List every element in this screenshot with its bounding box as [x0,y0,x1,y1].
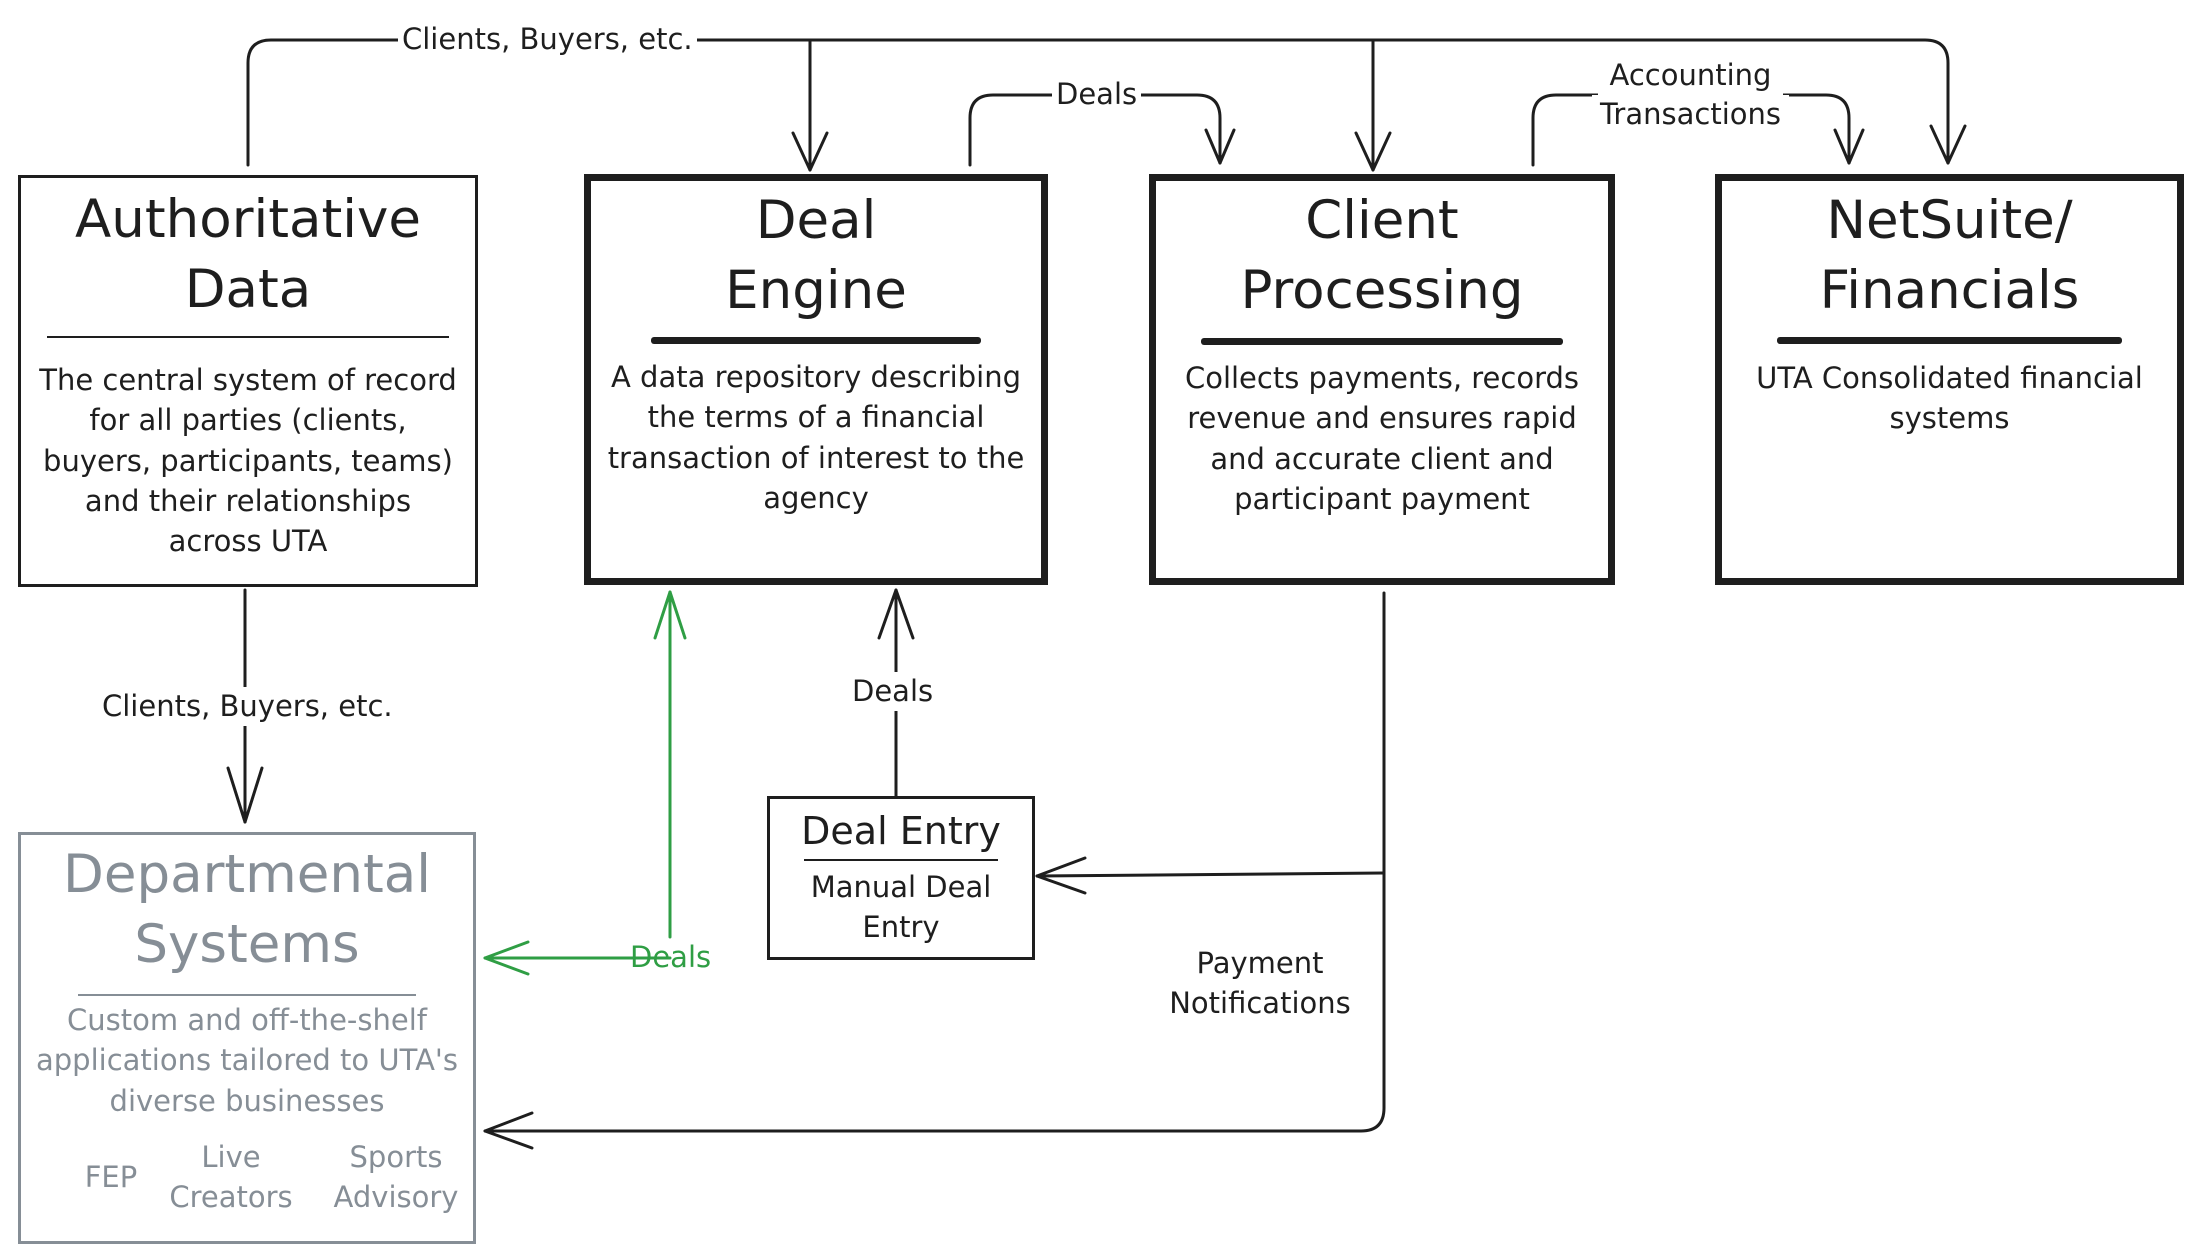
label-clients-buyers-top: Clients, Buyers, etc. [398,20,697,60]
subsystem-fep: FEP [84,1160,138,1194]
subsystem-live-line1: Live [201,1140,261,1174]
authoritative-data-title-line2: Data [184,259,312,320]
arrowhead-deals-client [1204,128,1236,165]
arrowhead-deal-entry [1035,856,1087,895]
arrowhead-departmental-top [226,766,264,824]
subsystem-sports-line1: Sports [349,1140,443,1174]
label-deals-green: Deals [630,940,712,974]
arrowhead-deal-engine-bottom [877,588,915,640]
client-processing-title-line2: Processing [1240,260,1524,321]
green-deals-connector [483,590,672,960]
label-deals-entry: Deals [848,672,938,712]
client-processing-box[interactable]: Client Processing Collects payments, rec… [1149,174,1615,585]
client-to-deal-entry-line [1035,871,1386,878]
netsuite-divider [1777,337,2122,344]
subsystem-sports-line2: Advisory [333,1180,459,1214]
green-arrowhead-departmental [483,940,530,976]
green-arrowhead-deal-engine [653,590,687,640]
deal-entry-divider [804,859,998,861]
authoritative-data-description: The central system of record for all par… [39,363,457,559]
deal-entry-description: Manual Deal Entry [810,870,992,945]
departmental-systems-box[interactable]: Departmental Systems Custom and off-the-… [18,832,476,1244]
departmental-description: Custom and off-the-shelf applications ta… [36,1003,458,1118]
netsuite-financials-box[interactable]: NetSuite/ Financials UTA Consolidated fi… [1715,174,2184,585]
arrowhead-departmental-bottom [483,1111,534,1150]
deal-engine-title-line1: Deal [755,190,877,251]
departmental-title-line1: Departmental [63,844,431,905]
authoritative-data-box[interactable]: Authoritative Data The central system of… [18,175,478,587]
arrowhead-netsuite-top [1929,124,1967,165]
arrowhead-accounting-netsuite [1833,128,1865,165]
deal-engine-box[interactable]: Deal Engine A data repository describing… [584,174,1048,585]
arrowhead-client-processing-top [1354,131,1392,172]
client-processing-description: Collects payments, records revenue and e… [1184,361,1580,516]
authoritative-data-divider [47,336,449,338]
arrowhead-deal-engine-top [791,131,829,172]
subsystem-live-line2: Creators [169,1180,293,1214]
departmental-divider [78,994,416,996]
deal-engine-description: A data repository describing the terms o… [607,360,1025,515]
departmental-title-line2: Systems [134,914,360,975]
label-payment-line2: Notifications [1169,986,1351,1020]
label-payment-line1: Payment [1196,946,1324,980]
authoritative-data-title-line1: Authoritative [75,189,421,250]
netsuite-description: UTA Consolidated financial systems [1756,361,2143,436]
client-processing-divider [1201,338,1563,345]
label-clients-buyers-down: Clients, Buyers, etc. [98,687,397,727]
deal-entry-box[interactable]: Deal Entry Manual Deal Entry [767,796,1035,960]
label-accounting-line1: Accounting [1598,56,1783,96]
netsuite-title-line2: Financials [1819,260,2080,321]
deal-engine-divider [651,337,981,344]
label-deals-top: Deals [1052,75,1142,115]
label-accounting-line2: Transactions [1592,95,1789,135]
deal-entry-title: Deal Entry [801,809,1001,853]
netsuite-title-line1: NetSuite/ [1826,190,2073,251]
client-processing-title-line1: Client [1305,190,1459,251]
deal-engine-title-line2: Engine [725,260,907,321]
